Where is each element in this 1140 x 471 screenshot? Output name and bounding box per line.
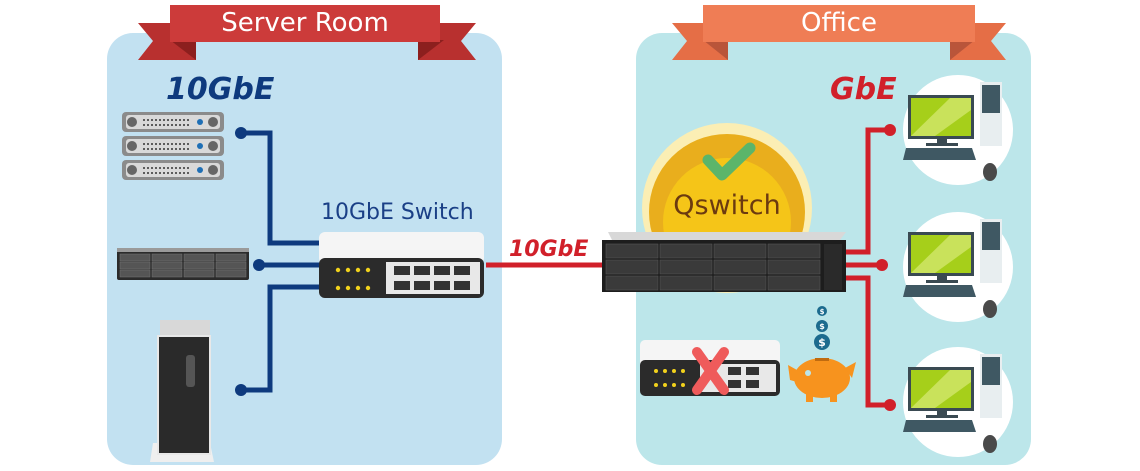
svg-text:$: $ bbox=[820, 308, 825, 316]
rack-servers-icon bbox=[122, 112, 224, 180]
link-dot bbox=[884, 399, 896, 411]
server-room-ribbon bbox=[138, 5, 476, 60]
desktop-pc-icon bbox=[903, 212, 1013, 322]
svg-text:$: $ bbox=[818, 336, 826, 349]
x-mark-icon bbox=[692, 347, 729, 395]
link-dot bbox=[235, 127, 247, 139]
server-room-label: Server Room bbox=[221, 8, 389, 38]
desktop-pc-icon bbox=[903, 75, 1013, 185]
server-speed-label: 10GbE bbox=[166, 72, 275, 107]
check-icon bbox=[702, 142, 756, 181]
dollar-coins-icon: $ $ $ bbox=[814, 306, 830, 350]
office-ribbon bbox=[672, 5, 1006, 60]
piggy-bank-icon: $ $ $ bbox=[788, 306, 856, 402]
10gbe-switch-icon bbox=[319, 232, 484, 298]
tower-server-icon bbox=[150, 320, 214, 462]
desktop-pc-icon bbox=[903, 347, 1013, 457]
svg-text:$: $ bbox=[819, 322, 825, 331]
switch-caption: 10GbE Switch bbox=[321, 200, 474, 225]
office-title: Office bbox=[703, 5, 975, 42]
link-dot bbox=[884, 124, 896, 136]
link-dot bbox=[876, 259, 888, 271]
server-links bbox=[241, 130, 322, 393]
crossed-out-switch-icon bbox=[640, 340, 780, 396]
office-label: Office bbox=[801, 8, 877, 38]
qswitch-badge-label: Qswitch bbox=[673, 190, 781, 221]
office-speed-label: GbE bbox=[830, 72, 897, 107]
server-room-title: Server Room bbox=[170, 5, 440, 42]
qswitch-nas-icon bbox=[602, 232, 846, 292]
link-dot bbox=[235, 384, 247, 396]
rackmount-nas-icon bbox=[117, 248, 249, 280]
link-dot bbox=[253, 259, 265, 271]
uplink-speed-label: 10GbE bbox=[509, 237, 589, 262]
